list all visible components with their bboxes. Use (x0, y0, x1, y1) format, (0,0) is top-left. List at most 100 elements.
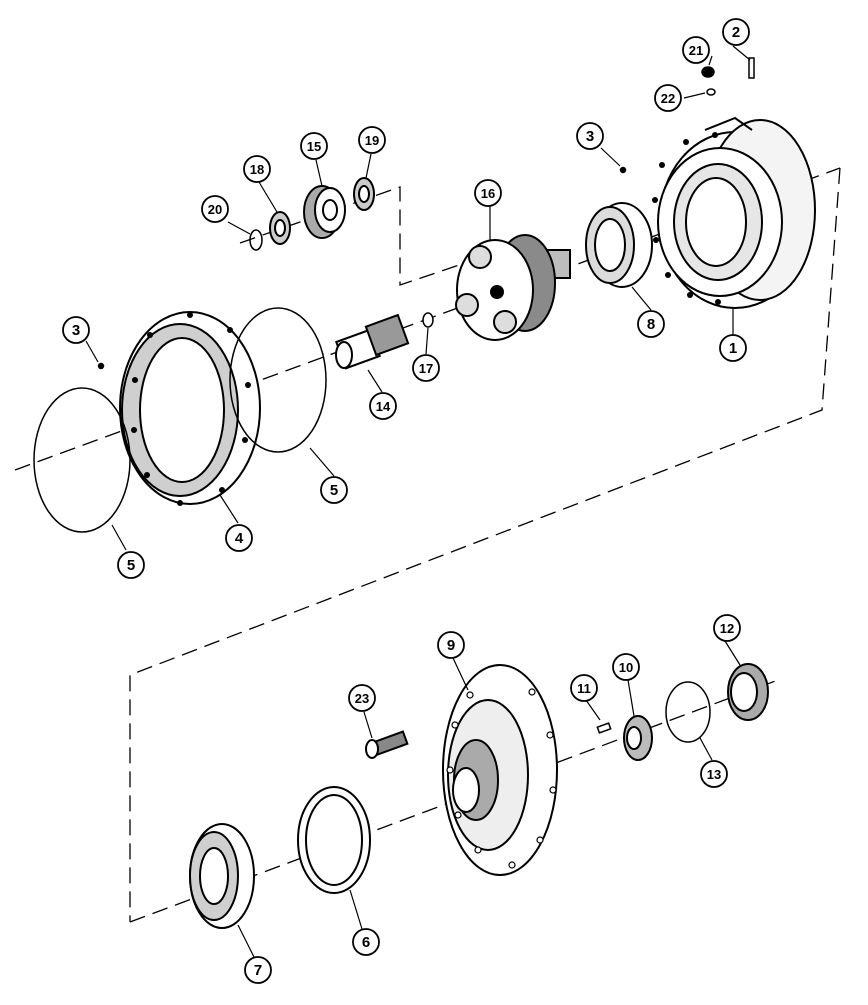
callout-circle (700, 760, 728, 788)
callout-circle (320, 476, 348, 504)
callout-c3b: 3 (62, 316, 90, 344)
housing-part-1 (652, 116, 816, 309)
spacer-part-17 (422, 312, 434, 328)
callout-c9: 9 (437, 631, 465, 659)
washer-part-22 (706, 88, 716, 96)
callout-circle (722, 18, 750, 46)
callout-c19: 19 (358, 126, 386, 154)
callout-number: 21 (689, 43, 703, 58)
callout-c17: 17 (412, 354, 440, 382)
callout-c5b: 5 (117, 551, 145, 579)
callout-number: 18 (250, 162, 264, 177)
connector-line (129, 167, 841, 922)
planet-carrier-part-16 (455, 234, 571, 341)
sun-gear-part-14 (335, 313, 410, 370)
callout-c1: 1 (719, 334, 747, 362)
callout-circle (412, 354, 440, 382)
snap-ring-part-20 (249, 229, 263, 251)
bearing-part-7 (189, 823, 255, 929)
callout-circle (654, 84, 682, 112)
callout-number: 9 (447, 637, 455, 654)
callout-c7: 7 (244, 956, 272, 984)
o-ring-part-5-right (229, 307, 327, 453)
callout-c16: 16 (474, 179, 502, 207)
callout-circle (637, 310, 665, 338)
callout-circle (352, 928, 380, 956)
callout-number: 6 (362, 934, 370, 951)
callout-c18: 18 (243, 155, 271, 183)
callout-number: 10 (619, 660, 633, 675)
ring-gear-part-4 (119, 311, 261, 506)
callout-circle (474, 179, 502, 207)
callout-circle (437, 631, 465, 659)
callout-number: 1 (729, 340, 737, 357)
callout-c22: 22 (654, 84, 682, 112)
bearing-part-18 (269, 211, 291, 245)
callout-number: 8 (647, 316, 655, 333)
callout-c20: 20 (201, 195, 229, 223)
callout-circle (201, 195, 229, 223)
callout-circle (369, 392, 397, 420)
callout-number: 3 (586, 128, 594, 145)
callout-number: 23 (355, 691, 369, 706)
small-hardware (97, 57, 755, 370)
callout-circle (225, 524, 253, 552)
callout-number: 17 (419, 361, 433, 376)
callout-c23: 23 (348, 684, 376, 712)
hub-part-9 (442, 664, 558, 876)
callout-number: 5 (330, 482, 338, 499)
callout-c2: 2 (722, 18, 750, 46)
nut-part-10 (623, 715, 653, 761)
callout-circle (682, 36, 710, 64)
callout-number: 14 (376, 399, 391, 414)
ball-part-3-upper (619, 166, 627, 174)
callout-number: 16 (481, 186, 495, 201)
plug-part-21 (701, 66, 715, 78)
callout-number: 12 (720, 621, 734, 636)
callout-c12: 12 (713, 614, 741, 642)
callout-circle (719, 334, 747, 362)
callout-circle (244, 956, 272, 984)
callout-c5a: 5 (320, 476, 348, 504)
callout-circle (348, 684, 376, 712)
callout-c13: 13 (700, 760, 728, 788)
bearing-part-8 (585, 202, 653, 288)
callout-c3a: 3 (576, 122, 604, 150)
callout-c6: 6 (352, 928, 380, 956)
callout-number: 7 (254, 962, 262, 979)
callout-circle (117, 551, 145, 579)
callout-number: 5 (127, 557, 135, 574)
callout-circle (358, 126, 386, 154)
callout-number: 4 (235, 530, 244, 547)
callout-circle (243, 155, 271, 183)
gear-part-15 (303, 185, 346, 239)
pin-part-11 (596, 722, 612, 734)
callout-number: 2 (732, 24, 740, 41)
callout-number: 20 (208, 202, 222, 217)
callout-c4: 4 (225, 524, 253, 552)
callout-circle (62, 316, 90, 344)
snap-ring-part-13 (665, 681, 711, 743)
leader-lines (85, 45, 751, 958)
callout-number: 15 (307, 139, 321, 154)
callout-c21: 21 (682, 36, 710, 64)
callout-number: 11 (577, 681, 591, 696)
o-ring-part-5-left (33, 387, 131, 533)
callout-c10: 10 (612, 653, 640, 681)
stud-part-23 (365, 730, 409, 759)
callout-circle (576, 122, 604, 150)
callout-circle (612, 653, 640, 681)
breather-part-2 (748, 57, 755, 79)
callout-number: 3 (72, 322, 80, 339)
bearing-part-19 (353, 177, 375, 211)
callout-number: 22 (661, 91, 675, 106)
callout-c14: 14 (369, 392, 397, 420)
callout-circle (713, 614, 741, 642)
callout-circle (570, 674, 598, 702)
seal-part-6 (297, 786, 371, 894)
callout-number: 19 (365, 133, 379, 148)
cover-part-12 (727, 663, 769, 721)
